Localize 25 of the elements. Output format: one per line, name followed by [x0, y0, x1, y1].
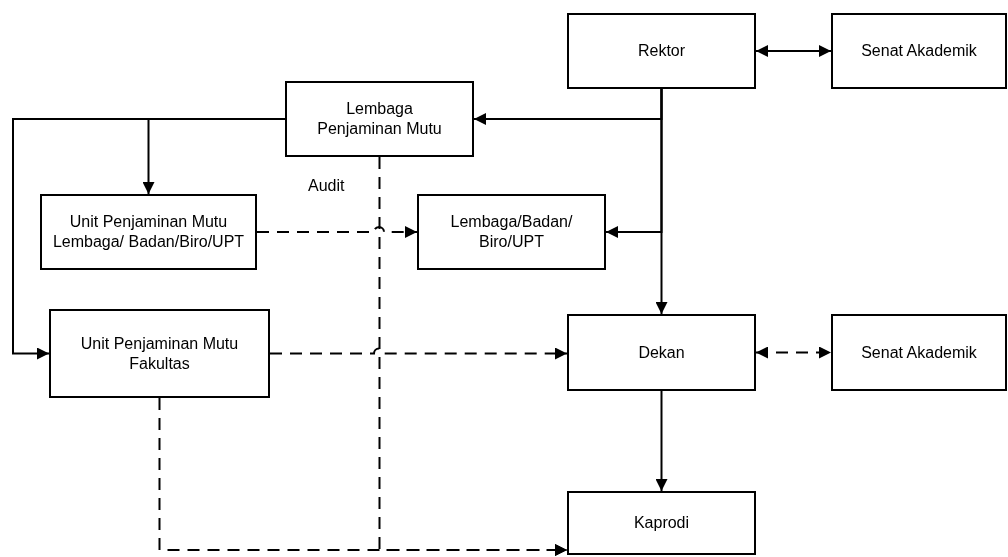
box-label: Unit Penjaminan Mutu Fakultas: [79, 333, 240, 374]
box-label: Senat Akademik: [861, 342, 977, 363]
process-box: [49, 309, 270, 398]
arrow: [256, 226, 418, 238]
process-box: [285, 81, 474, 157]
box-label: Unit Penjaminan Mutu Lembaga/ Badan/Biro/UPT: [51, 212, 246, 252]
arrow: [755, 45, 832, 57]
arrow: [158, 397, 568, 556]
box-label: Dekan: [638, 342, 685, 363]
arrow: [655, 88, 668, 315]
box-label: Rektor: [637, 41, 686, 61]
process-box: [567, 314, 756, 391]
process-box: [40, 194, 257, 270]
arrow: [269, 347, 568, 360]
box-label: Lembaga/Badan/ Biro/UPT: [449, 212, 574, 252]
process-box: [567, 13, 756, 89]
box-label: Kaprodi: [633, 513, 690, 533]
process-box: [831, 314, 1007, 391]
process-box: [567, 491, 756, 555]
arrow: [755, 346, 832, 359]
box-label: Senat Akademik: [861, 41, 977, 61]
box-label: Lembaga Penjaminan Mutu: [316, 99, 443, 139]
process-box: [417, 194, 606, 270]
arrow: [655, 390, 668, 492]
process-box: [831, 13, 1007, 89]
